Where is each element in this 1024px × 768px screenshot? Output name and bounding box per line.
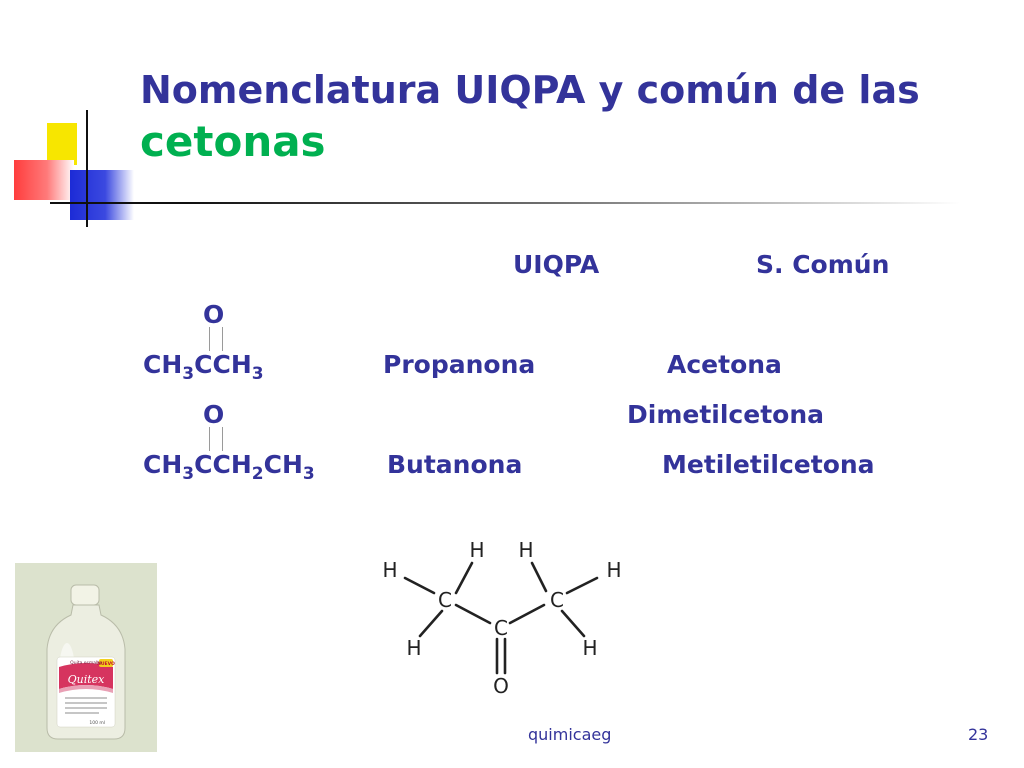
acetone-structural-formula: H H H H H H C C C O xyxy=(382,538,621,698)
title-underline xyxy=(50,202,960,204)
title-line-2: cetonas xyxy=(140,117,326,166)
svg-text:Quitex: Quitex xyxy=(68,673,106,686)
header-uiqpa: UIQPA xyxy=(513,250,600,279)
decor-vertical-line xyxy=(86,110,88,227)
svg-text:C: C xyxy=(438,588,452,612)
row2-common-name-alt: Dimetilcetona xyxy=(627,400,824,429)
row1-common-name: Acetona xyxy=(667,350,782,379)
row1-formula: CH3CCH3 xyxy=(143,350,264,384)
svg-text:H: H xyxy=(606,558,621,582)
svg-text:Quita esmalte: Quita esmalte xyxy=(70,660,102,666)
footer-source: quimicaeg xyxy=(528,725,612,744)
decor-red-gradient xyxy=(14,160,74,200)
row2-double-bond xyxy=(209,427,223,451)
decor-blue-gradient xyxy=(70,170,134,220)
row2-formula: CH3CCH2CH3 xyxy=(143,450,315,484)
acetone-bottle-image: NUEVO Quita esmalte Quitex 100 ml xyxy=(15,563,157,752)
decor-yellow-square xyxy=(47,123,77,165)
row1-double-bond xyxy=(209,327,223,351)
header-comun: S. Común xyxy=(756,250,890,279)
svg-text:100 ml: 100 ml xyxy=(89,720,105,726)
row1-oxygen: O xyxy=(203,300,225,329)
title-line-1: Nomenclatura UIQPA y común de las xyxy=(140,68,920,112)
row2-common-name: Metiletilcetona xyxy=(662,450,875,479)
svg-text:H: H xyxy=(406,636,421,660)
svg-text:H: H xyxy=(582,636,597,660)
svg-text:H: H xyxy=(469,538,484,562)
page-number: 23 xyxy=(968,725,989,744)
svg-text:O: O xyxy=(493,674,509,698)
slide-title: Nomenclatura UIQPA y común de las cetona… xyxy=(140,64,920,168)
svg-text:C: C xyxy=(550,588,564,612)
row1-uiqpa-name: Propanona xyxy=(383,350,536,379)
row2-uiqpa-name: Butanona xyxy=(387,450,523,479)
svg-text:H: H xyxy=(382,558,397,582)
svg-text:NUEVO: NUEVO xyxy=(97,661,115,667)
row2-oxygen: O xyxy=(203,400,225,429)
svg-text:C: C xyxy=(494,616,508,640)
svg-text:H: H xyxy=(518,538,533,562)
